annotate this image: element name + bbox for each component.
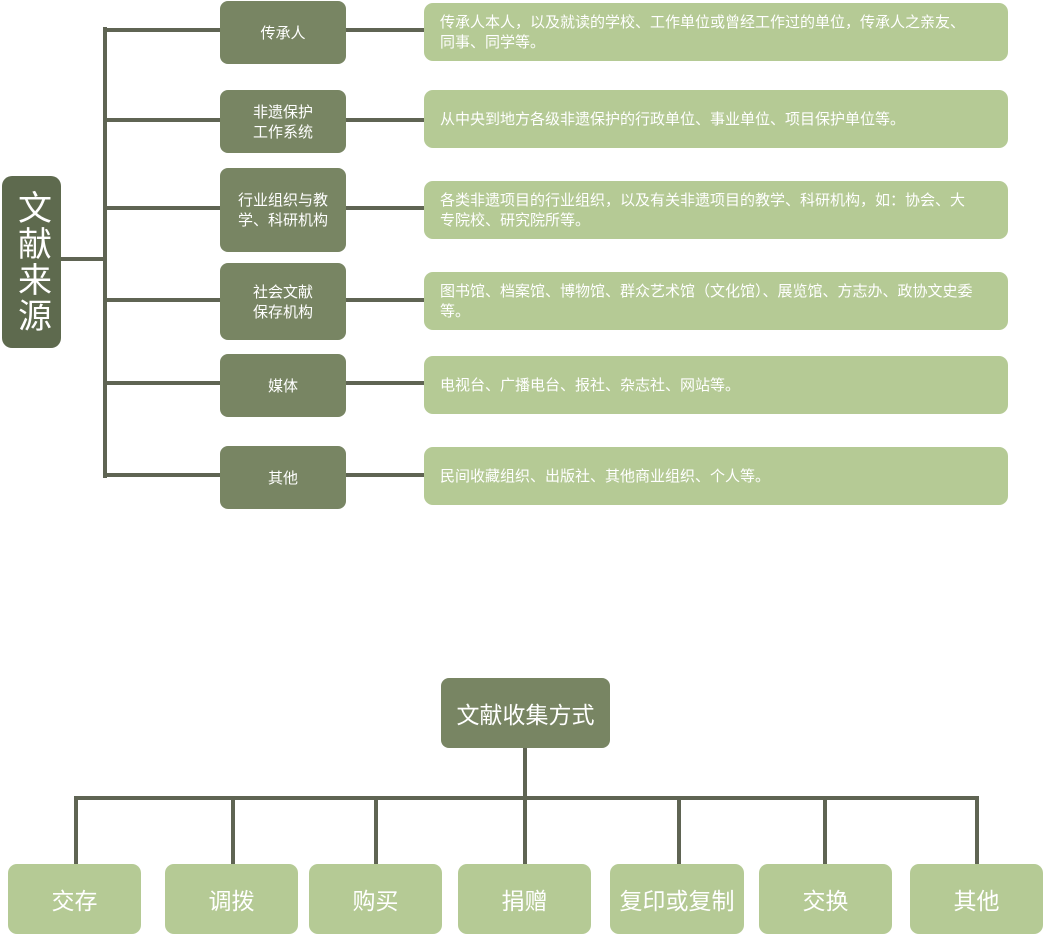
connector-method-3: [374, 796, 378, 866]
sources-root-label: 文献来源: [11, 190, 52, 334]
method-node-3: 购买: [309, 864, 442, 934]
description-text-1: 传承人本人，以及就读的学校、工作单位或曾经工作过的单位，传承人之亲友、同事、同学…: [440, 13, 966, 51]
connector-desc-4: [344, 298, 426, 302]
connector-method-2: [231, 796, 235, 866]
description-text-2: 从中央到地方各级非遗保护的行政单位、事业单位、项目保护单位等。: [440, 110, 906, 128]
category-node-1: 传承人: [220, 1, 346, 64]
description-box-6: 民间收藏组织、出版社、其他商业组织、个人等。: [424, 447, 1008, 505]
connector-branch-5: [103, 381, 222, 385]
connector-desc-3: [344, 206, 426, 210]
sources-root-node: 文献来源: [2, 176, 61, 348]
connector-desc-6: [344, 473, 426, 477]
method-node-2: 调拨: [165, 864, 298, 934]
connector-collection-stem: [523, 747, 527, 800]
description-text-6: 民间收藏组织、出版社、其他商业组织、个人等。: [440, 467, 771, 485]
method-node-7: 其他: [910, 864, 1043, 934]
connector-branch-6: [103, 473, 222, 477]
description-text-3: 各类非遗项目的行业组织，以及有关非遗项目的教学、科研机构，如：协会、大专院校、研…: [440, 191, 966, 229]
connector-branch-4: [103, 298, 222, 302]
category-label-2: 非遗保护工作系统: [252, 102, 313, 141]
category-node-2: 非遗保护工作系统: [220, 90, 346, 153]
description-text-5: 电视台、广播电台、报社、杂志社、网站等。: [440, 376, 741, 394]
category-label-4: 社会文献保存机构: [252, 282, 313, 321]
description-box-4: 图书馆、档案馆、博物馆、群众艺术馆（文化馆）、展览馆、方志办、政协文史委等。: [424, 272, 1008, 330]
connector-branch-2: [103, 118, 222, 122]
collection-root-node: 文献收集方式: [441, 678, 610, 748]
connector-method-6: [823, 796, 827, 866]
connector-desc-5: [344, 381, 426, 385]
description-box-3: 各类非遗项目的行业组织，以及有关非遗项目的教学、科研机构，如：协会、大专院校、研…: [424, 181, 1008, 239]
method-node-5: 复印或复制: [610, 864, 744, 934]
category-node-6: 其他: [220, 446, 346, 509]
connector-branch-3: [103, 206, 222, 210]
connector-trunk: [103, 27, 107, 478]
connector-branch-1: [103, 28, 222, 32]
description-box-5: 电视台、广播电台、报社、杂志社、网站等。: [424, 356, 1008, 414]
connector-desc-1: [344, 28, 426, 32]
category-node-4: 社会文献保存机构: [220, 263, 346, 340]
connector-method-7: [975, 796, 979, 866]
description-text-4: 图书馆、档案馆、博物馆、群众艺术馆（文化馆）、展览馆、方志办、政协文史委等。: [440, 282, 973, 320]
method-node-4: 捐赠: [458, 864, 591, 934]
connector-method-1: [74, 796, 78, 866]
category-node-3: 行业组织与教学、科研机构: [220, 168, 346, 252]
connector-desc-2: [344, 118, 426, 122]
description-box-1: 传承人本人，以及就读的学校、工作单位或曾经工作过的单位，传承人之亲友、同事、同学…: [424, 3, 1008, 61]
method-node-6: 交换: [759, 864, 892, 934]
connector-root: [60, 257, 106, 261]
method-node-1: 交存: [8, 864, 141, 934]
category-node-5: 媒体: [220, 354, 346, 417]
description-box-2: 从中央到地方各级非遗保护的行政单位、事业单位、项目保护单位等。: [424, 90, 1008, 148]
category-label-3: 行业组织与教学、科研机构: [237, 191, 328, 229]
connector-method-4: [523, 796, 527, 866]
connector-method-5: [677, 796, 681, 866]
